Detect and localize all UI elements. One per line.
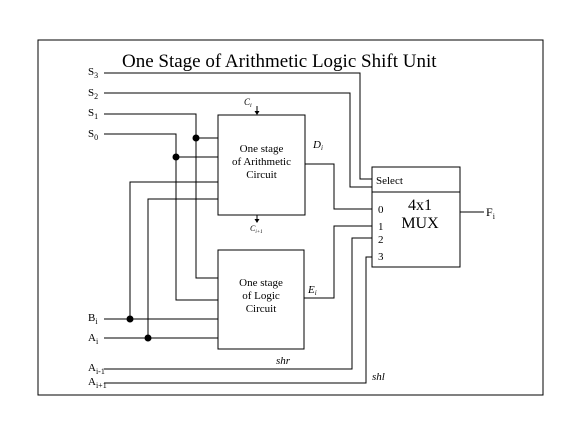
mux-name-line1: 4x1 bbox=[408, 197, 432, 214]
arithmetic-circuit-block bbox=[217, 114, 306, 216]
label-a-ip1: Ai+1 bbox=[88, 376, 107, 390]
wire-shl bbox=[104, 256, 372, 384]
label-ci1: Ci+1 bbox=[250, 224, 263, 235]
mux-select-label: Select bbox=[376, 175, 403, 187]
label-s3: S3 bbox=[88, 66, 98, 80]
mux-port-0: 0 bbox=[378, 204, 384, 216]
junction-s0 bbox=[172, 153, 180, 161]
arith-block-line2: of Arithmetic bbox=[232, 156, 291, 168]
wire-s3 bbox=[104, 72, 372, 180]
label-ci: Ci bbox=[244, 97, 252, 109]
diagram-frame bbox=[37, 39, 544, 396]
label-di: Di bbox=[312, 139, 323, 152]
wire-ai-to-arith bbox=[147, 198, 218, 338]
label-a-im1: Ai-1 bbox=[88, 362, 105, 376]
wire-shr bbox=[104, 237, 372, 370]
logic-block-line3: Circuit bbox=[246, 303, 277, 315]
label-shl: shl bbox=[372, 371, 385, 383]
label-ei: Ei bbox=[307, 284, 317, 297]
diagram-title: One Stage of Arithmetic Logic Shift Unit bbox=[122, 51, 437, 72]
arrow-ci bbox=[254, 111, 260, 115]
junction-bi bbox=[126, 315, 134, 323]
arith-block-line3: Circuit bbox=[246, 169, 277, 181]
mux-port-3: 3 bbox=[378, 251, 384, 263]
wire-s1 bbox=[104, 113, 218, 279]
logic-circuit-block bbox=[217, 249, 305, 350]
label-fi: Fi bbox=[486, 205, 496, 221]
label-s0: S0 bbox=[88, 128, 98, 142]
arith-block-line1: One stage bbox=[240, 143, 284, 155]
wire-ei bbox=[304, 225, 372, 299]
arrow-ci1 bbox=[254, 219, 260, 223]
junction-s1 bbox=[192, 134, 200, 142]
mux-name-line2: MUX bbox=[401, 215, 439, 232]
mux-port-1: 1 bbox=[378, 221, 384, 233]
mux-port-2: 2 bbox=[378, 234, 384, 246]
label-bi: Bi bbox=[88, 312, 98, 326]
wire-s0 bbox=[104, 133, 218, 301]
junction-ai bbox=[144, 334, 152, 342]
logic-block-line2: of Logic bbox=[242, 290, 280, 302]
logic-block-line1: One stage bbox=[239, 277, 283, 289]
mux-4x1-block bbox=[371, 166, 461, 268]
label-s2: S2 bbox=[88, 87, 98, 101]
wire-di bbox=[305, 163, 372, 210]
label-s1: S1 bbox=[88, 107, 98, 121]
wire-bi-to-arith bbox=[129, 181, 218, 319]
wire-s2 bbox=[104, 92, 372, 188]
label-shr: shr bbox=[276, 355, 291, 367]
label-ai: Ai bbox=[88, 332, 99, 346]
